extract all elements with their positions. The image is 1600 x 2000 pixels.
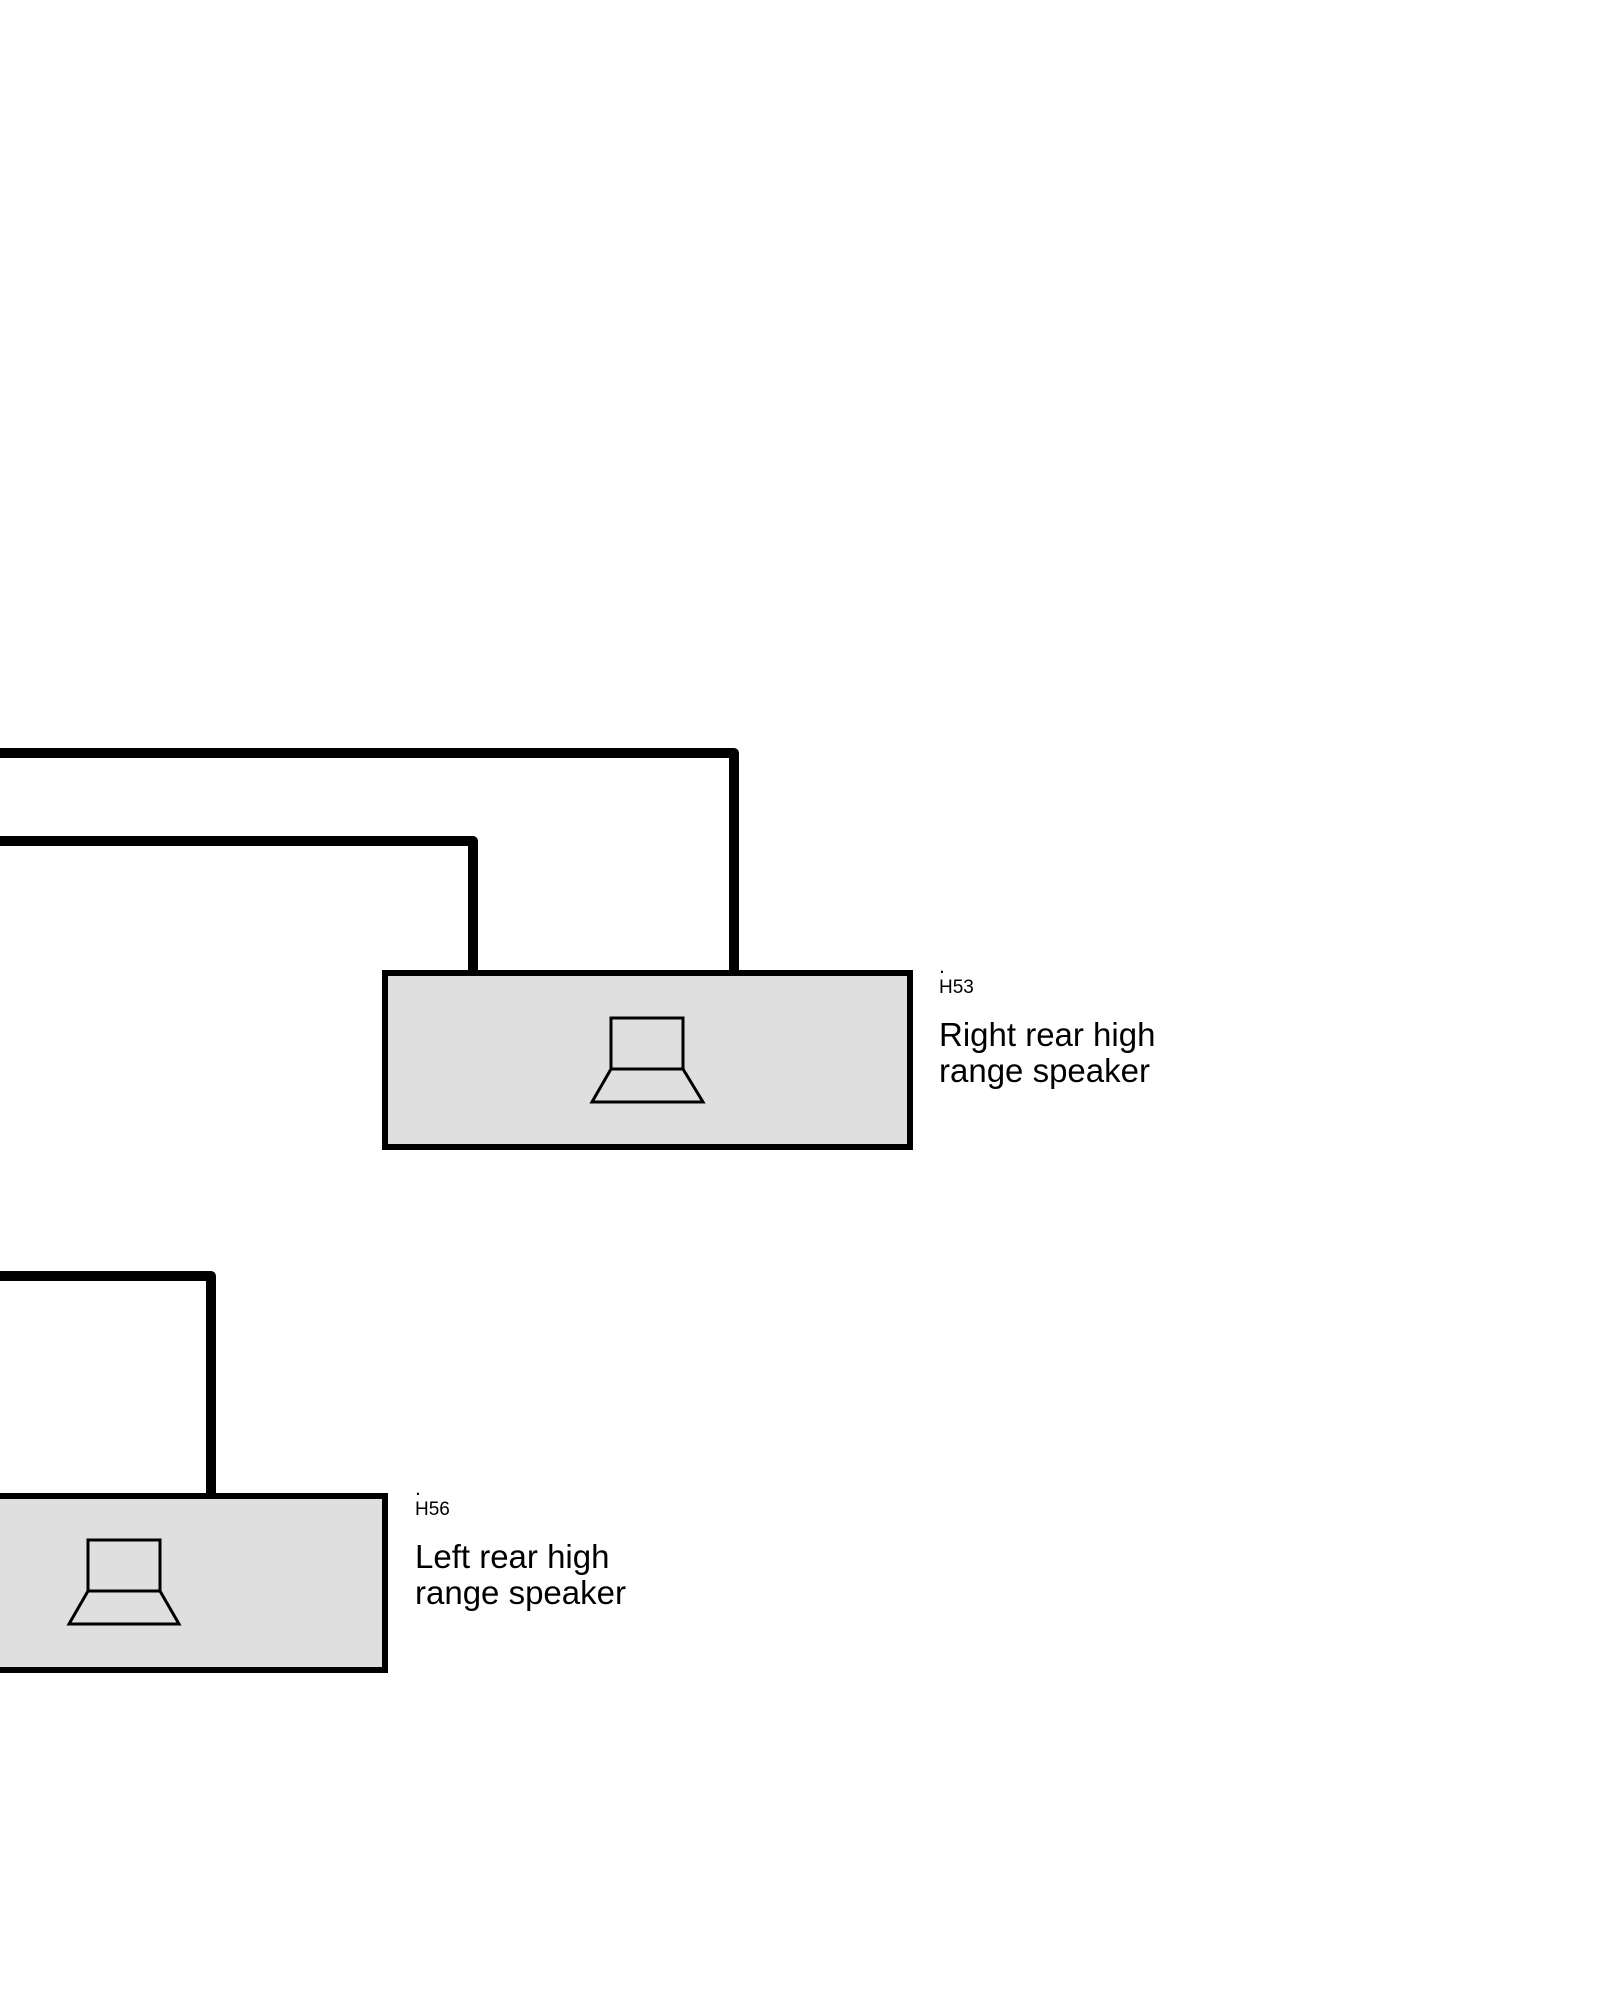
component-name-line2: range speaker <box>939 1052 1150 1089</box>
speaker-box-h53 <box>382 970 913 1150</box>
component-marker: . <box>415 1477 421 1500</box>
component-name: Right rear high range speaker <box>939 1017 1155 1089</box>
component-code: H56 <box>415 1499 450 1520</box>
speaker-box-h56 <box>0 1493 388 1673</box>
wire-h53-negative <box>0 836 478 978</box>
speaker-icon <box>66 1538 182 1626</box>
speaker-icon <box>589 1016 706 1104</box>
component-name: Left rear high range speaker <box>415 1539 626 1611</box>
component-name-line1: Right rear high <box>939 1016 1156 1053</box>
wire-h53-positive <box>0 748 739 978</box>
component-label-h53: . H53 Right rear high range speaker <box>939 956 1155 1089</box>
component-code: H53 <box>939 977 974 998</box>
component-label-h56: . H56 Left rear high range speaker <box>415 1478 626 1611</box>
component-marker: . <box>939 955 945 978</box>
wire-h56 <box>0 1271 216 1501</box>
component-name-line2: range speaker <box>415 1574 626 1611</box>
component-name-line1: Left rear high <box>415 1538 610 1575</box>
